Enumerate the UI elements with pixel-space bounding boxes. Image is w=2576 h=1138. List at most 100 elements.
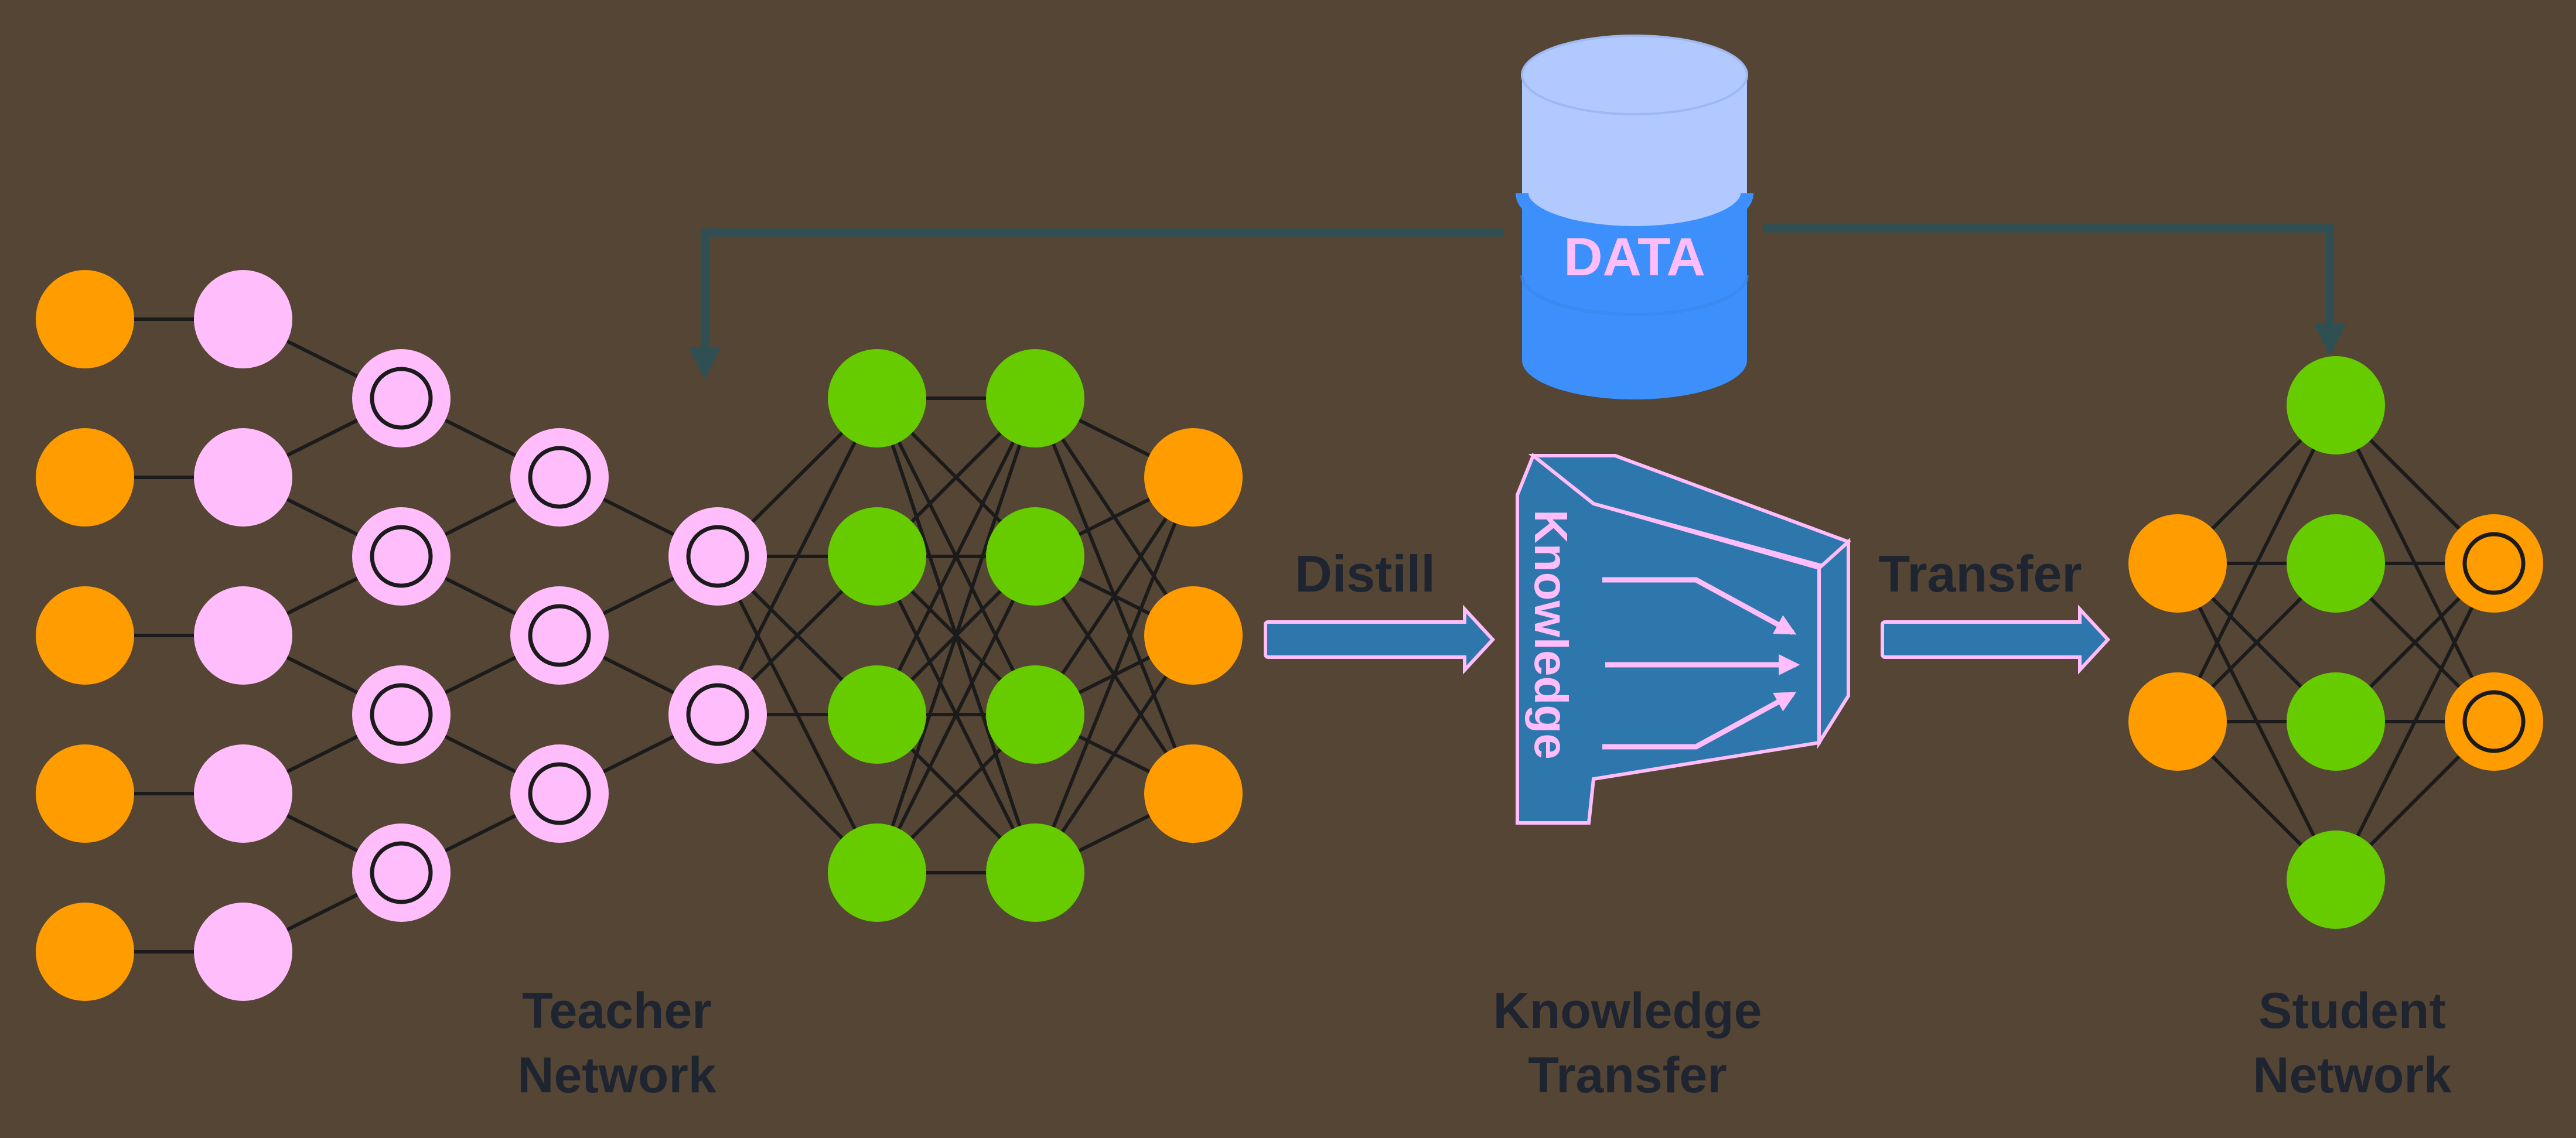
teacher-node-circle — [828, 665, 926, 764]
teacher-edge — [1033, 476, 1195, 874]
knowledge-transfer-caption: Knowledge Transfer — [1493, 983, 1762, 1103]
teacher-node — [352, 349, 451, 447]
teacher-node-circle — [1144, 428, 1243, 527]
teacher-node — [828, 349, 926, 447]
student-node-circle — [2445, 514, 2543, 613]
teacher-edge — [875, 398, 1037, 873]
transfer-label: Transfer — [1878, 545, 2082, 603]
funnel-arrow-lower — [1602, 692, 1797, 750]
student-node — [2287, 672, 2385, 771]
teacher-node-circle — [36, 270, 134, 368]
student-node-circle — [2287, 831, 2385, 929]
db-middle-band — [1522, 76, 1747, 233]
teacher-node-circle — [986, 665, 1084, 764]
teacher-node-circle — [36, 586, 134, 685]
student-node — [2287, 356, 2385, 454]
data-flow-lines — [688, 224, 2346, 380]
teacher-node-circle — [36, 744, 134, 843]
teacher-node-circle — [510, 586, 609, 685]
teacher-node-circle — [828, 823, 926, 922]
teacher-node-circle — [194, 586, 292, 685]
teacher-caption-line1: Teacher — [522, 983, 711, 1039]
teacher-node — [1144, 744, 1243, 843]
teacher-node — [668, 665, 767, 764]
student-node-circle — [2128, 514, 2227, 613]
db-label: DATA — [1564, 227, 1705, 287]
teacher-node — [352, 665, 451, 764]
student-node — [2445, 672, 2543, 771]
teacher-node — [510, 586, 609, 685]
student-node-circle — [2287, 356, 2385, 454]
student-network-caption: Student Network — [2253, 983, 2451, 1103]
teacher-node — [194, 586, 292, 685]
data-to-teacher-line — [688, 228, 1503, 380]
teacher-node-ring — [370, 841, 433, 904]
student-node — [2287, 514, 2385, 613]
student-node-circle — [2445, 672, 2543, 771]
teacher-node-circle — [1144, 744, 1243, 843]
teacher-node — [352, 823, 451, 922]
teacher-node — [36, 270, 134, 368]
teacher-network-caption: Teacher Network — [517, 983, 716, 1103]
teacher-node — [828, 823, 926, 922]
teacher-node — [986, 823, 1084, 922]
teacher-node-circle — [194, 270, 292, 368]
teacher-edge — [716, 397, 879, 716]
teacher-node-circle — [36, 903, 134, 1001]
teacher-node-circle — [36, 428, 134, 527]
teacher-node-circle — [828, 507, 926, 606]
teacher-node-circle — [986, 349, 1084, 447]
student-node-ring — [2462, 532, 2526, 595]
teacher-edge — [875, 397, 1037, 716]
student-edge — [2334, 562, 2496, 881]
teacher-node-circle — [352, 507, 451, 606]
teacher-node-circle — [352, 823, 451, 922]
distill-arrow — [1264, 604, 1496, 675]
transfer-arrow — [1881, 604, 2111, 675]
teacher-node — [36, 428, 134, 527]
teacher-node-circle — [828, 349, 926, 447]
teacher-node — [194, 270, 292, 368]
teacher-node-ring — [370, 683, 433, 746]
teacher-node — [36, 903, 134, 1001]
teacher-node-ring — [528, 762, 591, 825]
teacher-node-circle — [510, 744, 609, 843]
teacher-node-ring — [528, 446, 591, 509]
teacher-node — [194, 744, 292, 843]
teacher-caption-line2: Network — [517, 1047, 716, 1103]
teacher-node-circle — [510, 428, 609, 527]
funnel-knowledge-text: Knowledge — [1525, 510, 1577, 760]
teacher-node — [986, 665, 1084, 764]
knowledge-funnel-icon: Knowledge — [1516, 453, 1851, 825]
teacher-node — [986, 349, 1084, 447]
teacher-node-circle — [194, 428, 292, 527]
teacher-node-circle — [986, 823, 1084, 922]
student-edge — [2176, 404, 2338, 723]
student-node-circle — [2128, 672, 2227, 771]
db-lower-band-line — [1520, 275, 1749, 316]
student-node-circle — [2287, 514, 2385, 613]
teacher-node-ring — [370, 525, 433, 588]
db-band-line — [1516, 193, 1753, 239]
teacher-node — [1144, 428, 1243, 527]
teacher-node-circle — [194, 744, 292, 843]
teacher-node-ring — [686, 525, 749, 588]
data-to-student-line — [1763, 224, 2346, 356]
student-caption-line1: Student — [2258, 983, 2446, 1039]
teacher-node — [194, 428, 292, 527]
student-node-circle — [2287, 672, 2385, 771]
teacher-node-ring — [370, 367, 433, 430]
teacher-node — [36, 586, 134, 685]
data-database-icon: DATA — [1516, 35, 1753, 399]
student-node — [2445, 514, 2543, 613]
db-body — [1522, 193, 1747, 399]
student-caption-line2: Network — [2253, 1047, 2451, 1103]
teacher-node — [510, 744, 609, 843]
teacher-node — [510, 428, 609, 527]
funnel-arrow-upper — [1602, 577, 1797, 635]
teacher-node — [1144, 586, 1243, 685]
teacher-node-ring — [686, 683, 749, 746]
student-node — [2128, 672, 2227, 771]
